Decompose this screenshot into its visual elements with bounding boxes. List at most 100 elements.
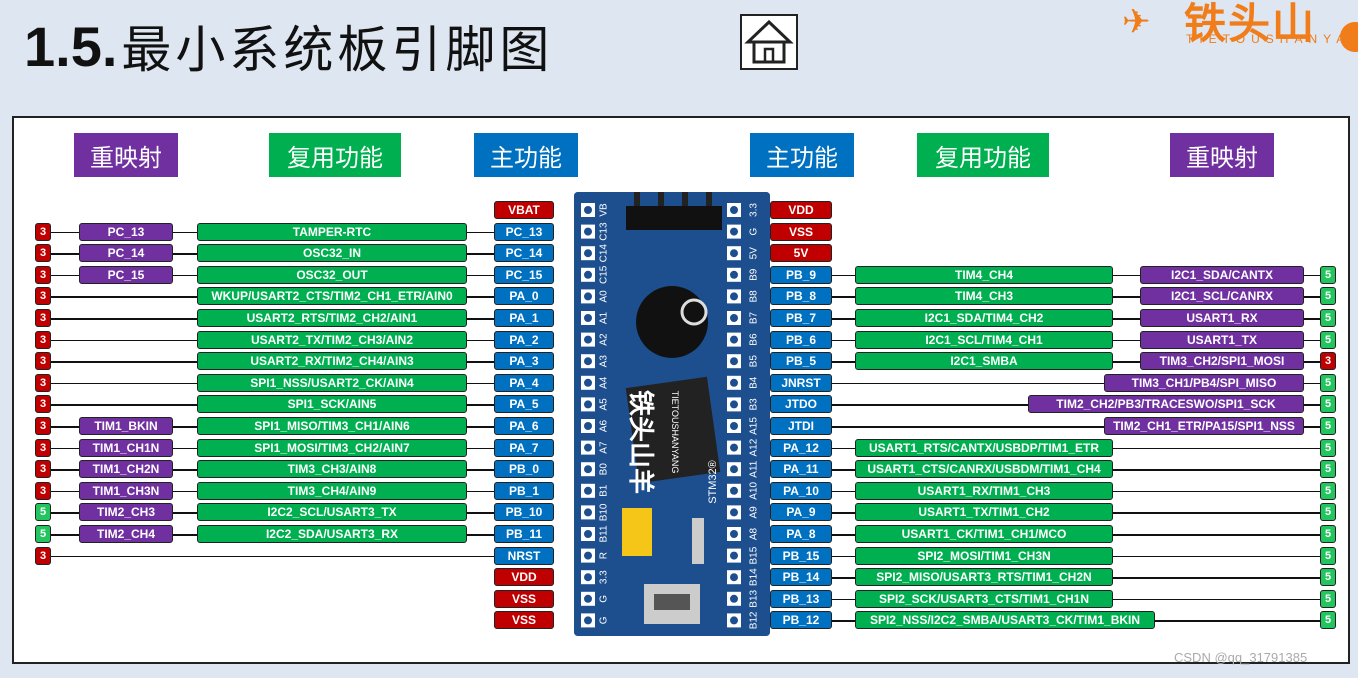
left-wire: [51, 232, 79, 234]
left-main-pin: VSS: [494, 590, 554, 608]
board-right-label: B5: [749, 355, 760, 368]
right-main-pin: PA_11: [770, 460, 832, 478]
right-main-pin: JNRST: [770, 374, 832, 392]
right-alt-function: SPI2_MISO/USART3_RTS/TIM1_CH2N: [855, 568, 1113, 586]
left-main-pin: PC_13: [494, 223, 554, 241]
left-main-pin: PB_1: [494, 482, 554, 500]
board-right-label: A9: [749, 506, 760, 519]
right-wire: [1304, 426, 1320, 428]
left-wire: [173, 232, 197, 234]
left-tolerance-badge: 3: [35, 482, 51, 500]
right-remap-function: USART1_TX: [1140, 331, 1304, 349]
left-wire: [467, 404, 494, 406]
left-main-pin: PA_7: [494, 439, 554, 457]
left-wire: [467, 383, 494, 385]
right-main-pin: PA_12: [770, 439, 832, 457]
board-right-label: B7: [749, 311, 760, 324]
right-wire: [832, 404, 1028, 406]
right-main-pin: PA_9: [770, 503, 832, 521]
left-main-pin: VSS: [494, 611, 554, 629]
logo-sub: TIETOUSHANYANG: [1186, 32, 1358, 46]
left-remap-function: TIM2_CH3: [79, 503, 173, 521]
right-alt-function: USART1_RTS/CANTX/USBDP/TIM1_ETR: [855, 439, 1113, 457]
header-left-main: 主功能: [474, 133, 578, 177]
right-wire: [832, 448, 855, 450]
board-right-label: A15: [749, 417, 760, 435]
right-main-pin: PB_6: [770, 331, 832, 349]
left-wire: [51, 534, 79, 536]
left-alt-function: WKUP/USART2_CTS/TIM2_CH1_ETR/AIN0: [197, 287, 467, 305]
board-right-label: B9: [749, 268, 760, 281]
right-tolerance-badge: 3: [1320, 352, 1336, 370]
board-right-label: A8: [749, 527, 760, 540]
watermark: CSDN @qq_31791385: [1174, 650, 1307, 665]
left-wire: [173, 448, 197, 450]
right-tolerance-badge: 5: [1320, 417, 1336, 435]
board-right-label: 3.3: [749, 203, 760, 217]
right-wire: [1304, 318, 1320, 320]
board-right-label: B12: [749, 611, 760, 629]
left-wire: [51, 340, 197, 342]
left-wire: [51, 361, 197, 363]
left-main-pin: PB_0: [494, 460, 554, 478]
right-remap-function: I2C1_SDA/CANTX: [1140, 266, 1304, 284]
right-wire: [1113, 599, 1320, 601]
left-wire: [467, 318, 494, 320]
left-wire: [467, 253, 494, 255]
right-wire: [832, 556, 855, 558]
right-wire: [1113, 296, 1140, 298]
right-wire: [1113, 340, 1140, 342]
right-wire: [1113, 469, 1320, 471]
left-wire: [467, 426, 494, 428]
right-remap-function: USART1_RX: [1140, 309, 1304, 327]
right-wire: [832, 318, 855, 320]
right-alt-function: USART1_RX/TIM1_CH3: [855, 482, 1113, 500]
left-remap-function: PC_14: [79, 244, 173, 262]
board-right-label: B14: [749, 568, 760, 586]
right-wire: [832, 512, 855, 514]
left-alt-function: I2C2_SCL/USART3_TX: [197, 503, 467, 521]
left-tolerance-badge: 5: [35, 525, 51, 543]
left-wire: [467, 448, 494, 450]
left-main-pin: PA_5: [494, 395, 554, 413]
right-wire: [832, 599, 855, 601]
right-main-pin: PA_8: [770, 525, 832, 543]
title-text: 最小系统板引脚图: [121, 10, 553, 82]
right-alt-function: TIM4_CH3: [855, 287, 1113, 305]
right-wire: [1113, 534, 1320, 536]
left-wire: [467, 361, 494, 363]
header-left-alt: 复用功能: [269, 133, 401, 177]
board-left-label: VB: [599, 203, 610, 217]
right-alt-function: SPI2_SCK/USART3_CTS/TIM1_CH1N: [855, 590, 1113, 608]
left-remap-function: TIM1_CH3N: [79, 482, 173, 500]
left-wire: [467, 275, 494, 277]
right-wire: [832, 534, 855, 536]
right-wire: [1113, 275, 1140, 277]
left-wire: [51, 426, 79, 428]
left-wire: [173, 512, 197, 514]
left-wire: [51, 469, 79, 471]
left-main-pin: PC_15: [494, 266, 554, 284]
left-wire: [51, 318, 197, 320]
left-wire: [173, 534, 197, 536]
board-right-label: A10: [749, 481, 760, 499]
right-main-pin: PB_13: [770, 590, 832, 608]
right-wire: [1113, 577, 1320, 579]
page-title: 1.5. 最小系统板引脚图: [24, 6, 553, 86]
left-tolerance-badge: 3: [35, 352, 51, 370]
right-wire: [832, 361, 855, 363]
right-wire: [832, 620, 855, 622]
left-wire: [51, 404, 197, 406]
right-wire: [1113, 491, 1320, 493]
home-button[interactable]: [740, 14, 798, 70]
right-tolerance-badge: 5: [1320, 331, 1336, 349]
left-wire: [51, 383, 197, 385]
left-wire: [467, 491, 494, 493]
left-wire: [51, 556, 494, 558]
left-wire: [51, 253, 79, 255]
board-left-label: A6: [599, 419, 610, 432]
board-left-label: A7: [599, 441, 610, 454]
left-alt-function: SPI1_MISO/TIM3_CH1/AIN6: [197, 417, 467, 435]
left-remap-function: TIM1_CH2N: [79, 460, 173, 478]
